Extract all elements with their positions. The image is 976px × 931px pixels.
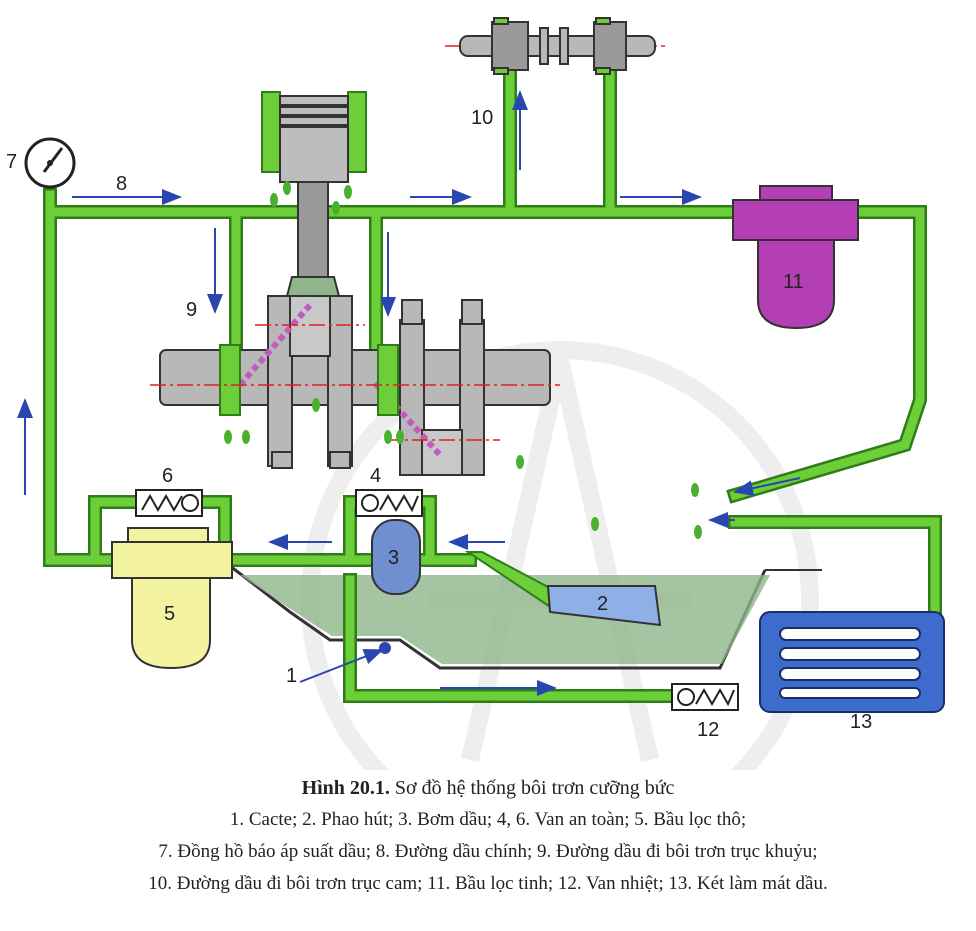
label-6: 6 — [162, 465, 173, 487]
label-5: 5 — [164, 603, 175, 625]
legend-line-1: 1. Cacte; 2. Phao hút; 3. Bơm dầu; 4, 6.… — [229, 809, 747, 830]
label-8: 8 — [116, 173, 127, 195]
label-9: 9 — [186, 299, 197, 321]
label-11: 11 — [783, 271, 804, 293]
label-12: 12 — [697, 719, 719, 741]
figure-caption: Hình 20.1. Sơ đồ hệ thống bôi trơn cưỡng… — [0, 772, 976, 900]
suction-float — [464, 551, 662, 627]
caption-title-line: Hình 20.1. Sơ đồ hệ thống bôi trơn cưỡng… — [0, 772, 976, 804]
label-13: 13 — [850, 711, 872, 733]
label-7: 7 — [6, 151, 17, 173]
camshaft — [459, 17, 656, 75]
label-1: 1 — [286, 665, 297, 687]
thermal-valve — [671, 683, 739, 711]
lubrication-system-diagram: 1 2 3 4 5 6 7 8 9 10 11 12 13 — [6, 17, 945, 770]
coarse-filter — [111, 527, 233, 670]
oil-pump — [371, 519, 421, 595]
legend-line-2: 7. Đồng hồ báo áp suất dầu; 8. Đường dầu… — [158, 841, 818, 862]
label-4: 4 — [370, 465, 381, 487]
oil-cooler — [759, 611, 945, 713]
label-2: 2 — [597, 593, 608, 615]
legend-line-3: 10. Đường dầu đi bôi trơn trục cam; 11. … — [148, 873, 828, 894]
figure-number: Hình 20.1. — [301, 777, 390, 799]
oil-drops — [224, 181, 702, 539]
safety-valve-6 — [135, 489, 203, 517]
flow-arrows — [17, 90, 801, 696]
safety-valve-4 — [355, 489, 423, 517]
crankshaft — [159, 295, 551, 476]
label-3: 3 — [388, 547, 399, 569]
pressure-gauge — [24, 137, 76, 189]
figure-title: Sơ đồ hệ thống bôi trơn cưỡng bức — [394, 777, 675, 799]
fine-filter — [732, 185, 859, 330]
label-10: 10 — [471, 107, 493, 129]
